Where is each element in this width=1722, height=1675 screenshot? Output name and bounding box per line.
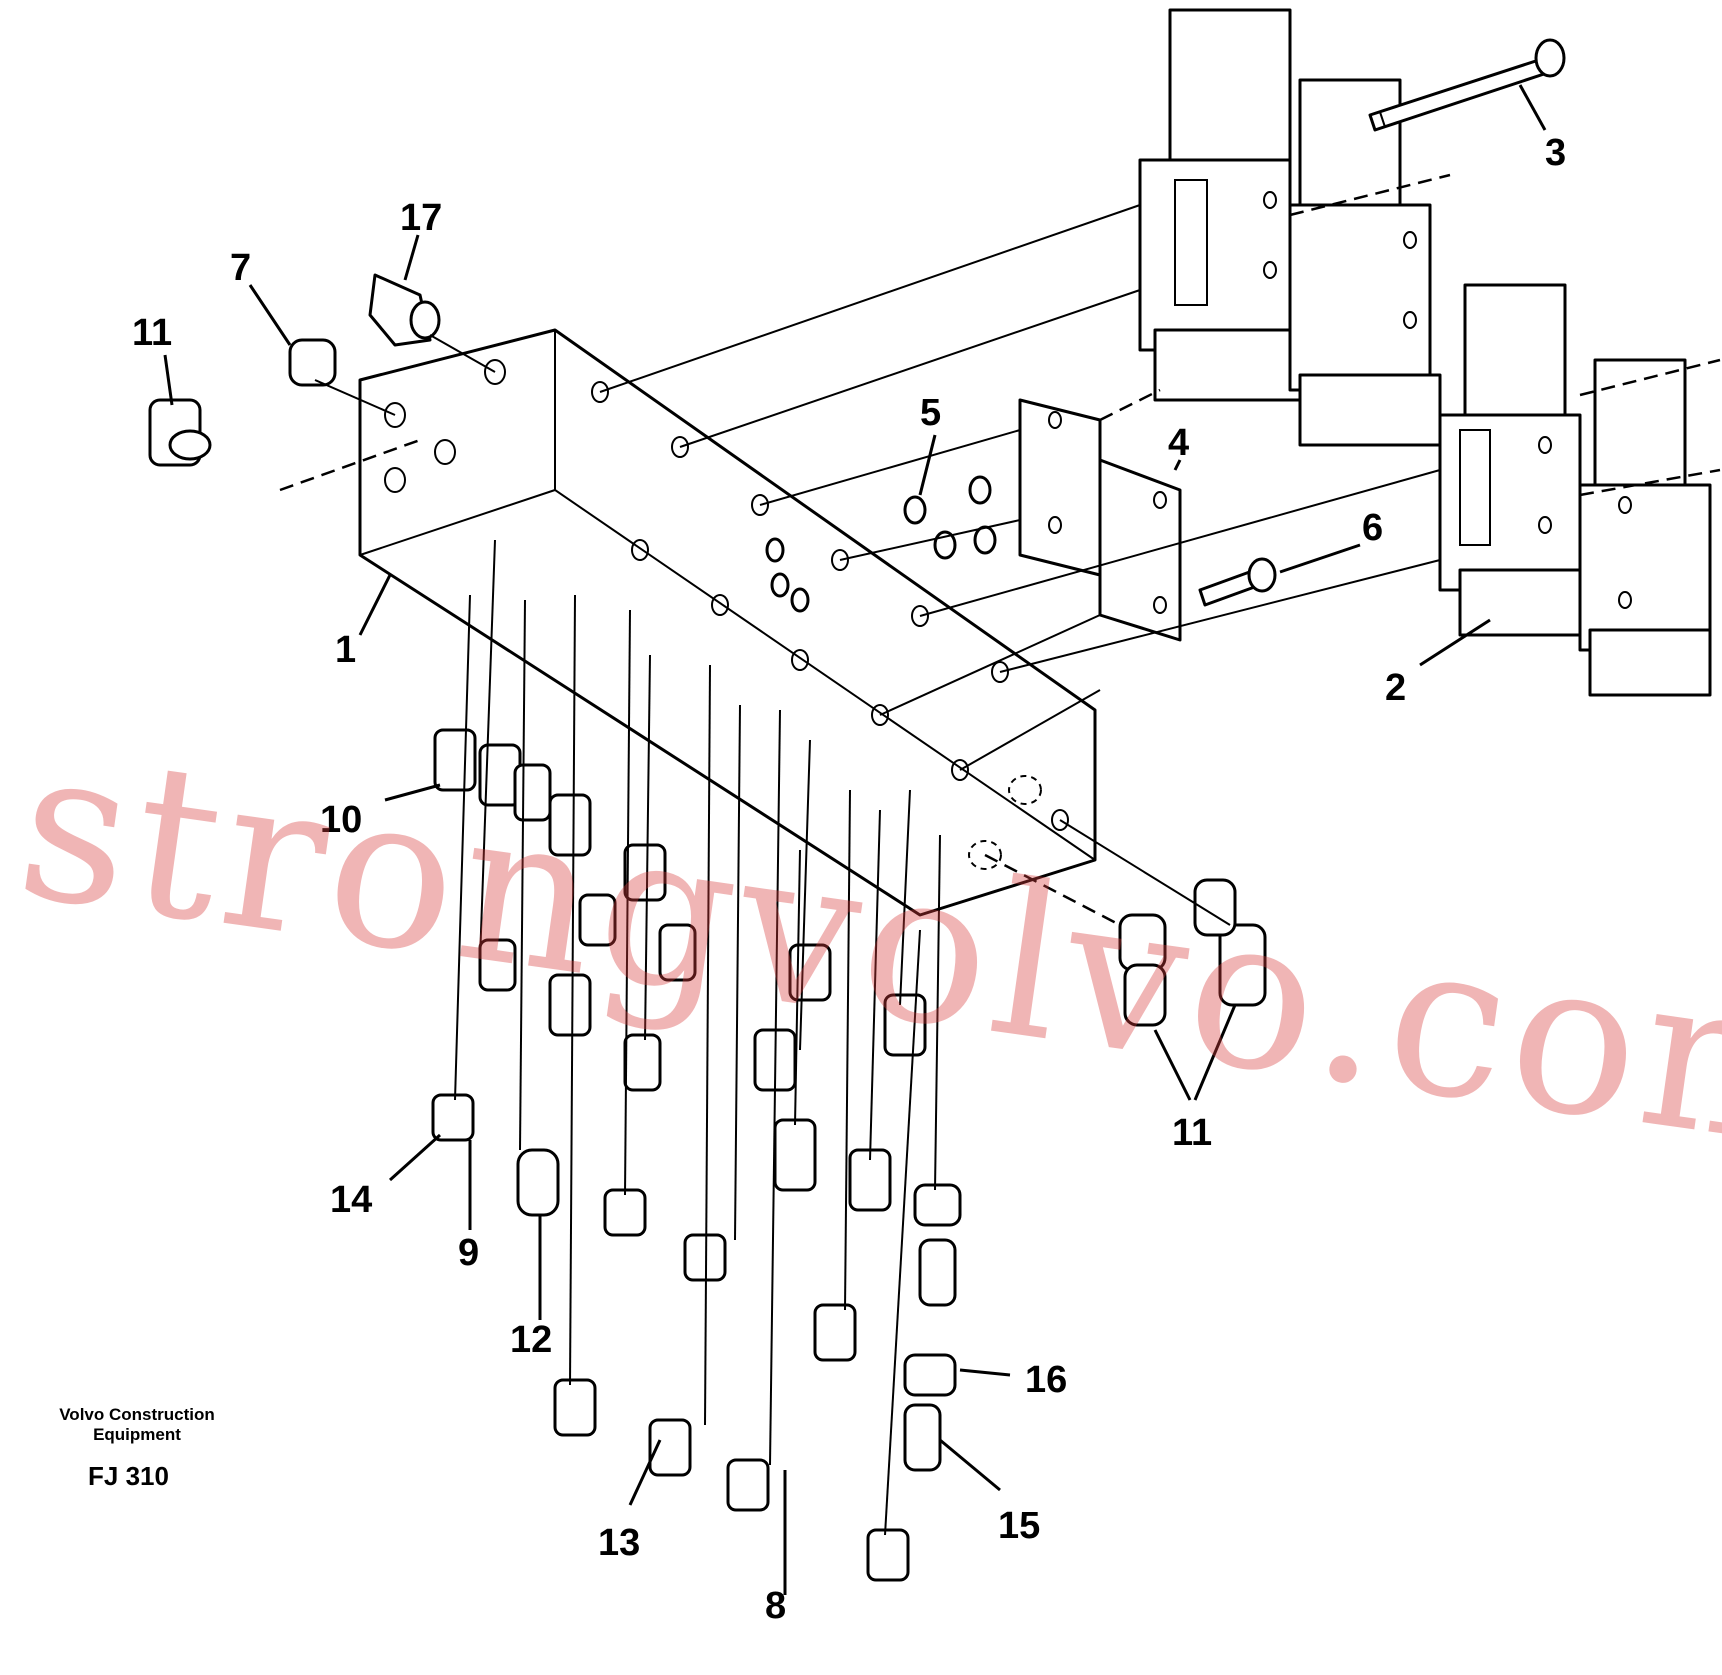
cap-screw [1198,557,1277,607]
assembly-center-lines [454,539,941,1536]
callout-14: 14 [330,1179,372,1221]
figure-footer: Volvo Construction Equipment FJ 310 [52,1405,222,1492]
callout-17: 17 [400,197,442,239]
callout-9: 9 [458,1232,479,1274]
organization-name-line2: Equipment [93,1425,181,1444]
callout-6: 6 [1362,507,1383,549]
callout-4: 4 [1168,422,1189,464]
callout-15: 15 [998,1505,1040,1547]
callout-12: 12 [510,1319,552,1361]
organization-name-line1: Volvo Construction [59,1405,215,1424]
callout-2: 2 [1385,667,1406,709]
callout-16: 16 [1025,1359,1067,1401]
solenoid-valve-lower [1438,283,1712,697]
long-bolt [1368,38,1566,132]
callout-leaders [163,84,1547,1595]
callout-11-upper: 11 [132,312,172,354]
end-fittings [148,273,441,467]
callout-1: 1 [335,629,356,671]
callout-10: 10 [320,799,362,841]
block-end-ports [384,359,506,493]
elbow-fittings [968,775,1267,1027]
callout-11-lower: 11 [1172,1112,1212,1154]
block-top-holes [591,381,1069,831]
callout-13: 13 [598,1522,640,1564]
callout-labels: 1 2 3 4 5 6 7 8 9 10 11 11 12 13 14 15 1… [132,132,1566,1627]
cover-plates [1018,398,1182,642]
assembly-lines [279,173,1721,927]
o-rings [765,475,997,613]
callout-7: 7 [230,247,251,289]
figure-code: FJ 310 [88,1461,169,1491]
callout-5: 5 [920,392,941,434]
callout-3: 3 [1545,132,1566,174]
solenoid-valve-upper [1138,8,1442,447]
callout-8: 8 [765,1585,786,1627]
valve-block [358,328,1097,917]
